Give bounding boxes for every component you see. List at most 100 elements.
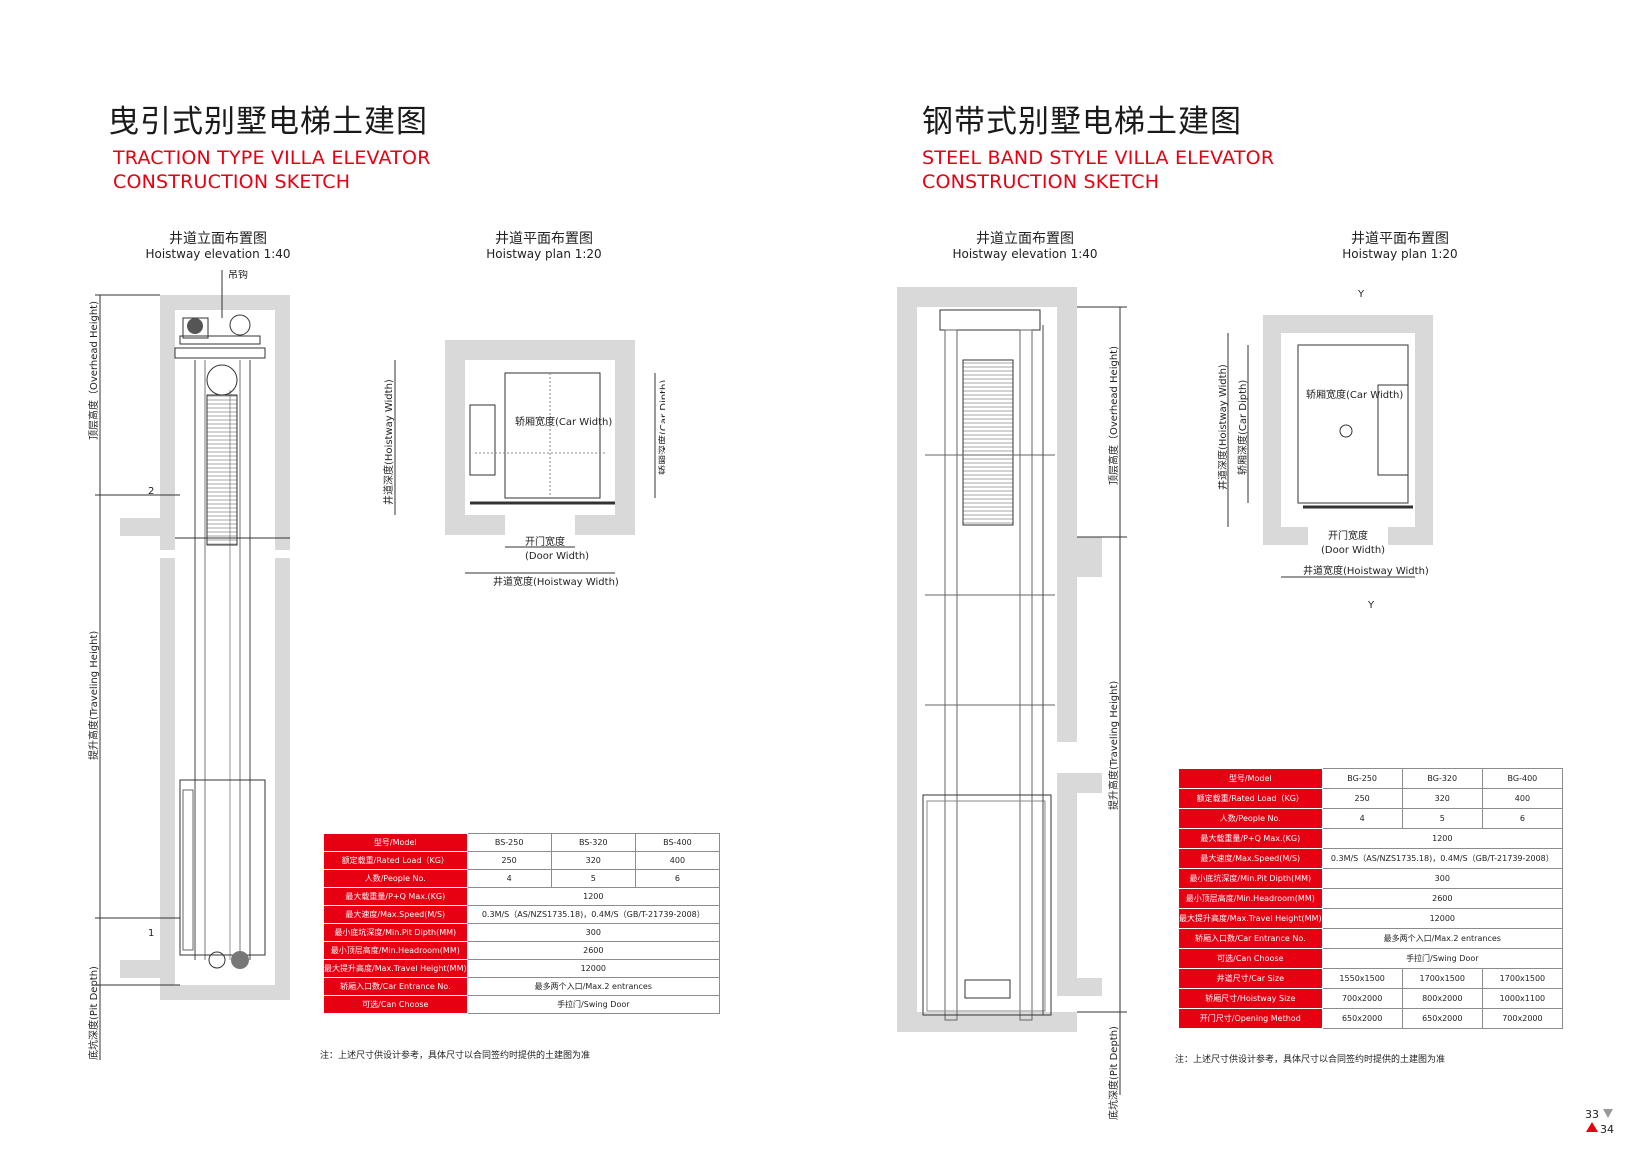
table-row-label: 开门尺寸/Opening Method: [1178, 1008, 1323, 1029]
table-cell: 最多两个入口/Max.2 entrances: [466, 977, 721, 996]
right-title-en-2: CONSTRUCTION SKETCH: [922, 171, 1160, 193]
right-elevation-caption-en: Hoistway elevation 1:40: [952, 247, 1098, 261]
table-row: 最大提升高度/Max.Travel Height(MM)12000: [323, 959, 721, 978]
table-row-label: 最小底坑深度/Min.Pit Dipth(MM): [323, 923, 468, 942]
table-cell: 800x2000: [1401, 988, 1483, 1009]
table-cell: 650x2000: [1321, 1008, 1403, 1029]
right-overhead-height-label: 顶层高度（Overhead Height): [1107, 346, 1120, 485]
floor-1-label: 1: [148, 928, 154, 939]
left-plan-car-depth-label: 轿厢深度(Car Dipth): [657, 380, 665, 475]
right-plan-hoistway-width-label: 井道宽度(Hoistway Width): [1303, 564, 1429, 577]
table-cell: 1200: [466, 887, 721, 906]
right-plan-car-depth-label: 轿厢深度(Car Dipth): [1236, 380, 1249, 475]
left-note: 注：上述尺寸供设计参考，具体尺寸以合同签约时提供的土建图为准: [320, 1051, 591, 1061]
right-plan-caption-en: Hoistway plan 1:20: [1342, 247, 1458, 261]
page-up-arrow-icon: [1586, 1122, 1598, 1132]
left-plan-car-width-label: 轿厢宽度(Car Width): [515, 415, 612, 428]
table-cell: 700x2000: [1321, 988, 1403, 1009]
table-cell: 700x2000: [1481, 1008, 1564, 1029]
table-cell: 0.3M/S（AS/NZS1735.18)，0.4M/S（GB/T-21739-…: [1321, 848, 1564, 869]
table-row: 轿厢入口数/Car Entrance No.最多两个入口/Max.2 entra…: [1178, 928, 1564, 949]
table-cell: 6: [1481, 808, 1564, 829]
table-row-label: 轿厢入口数/Car Entrance No.: [1178, 928, 1323, 949]
table-row-label: 井道尺寸/Car Size: [1178, 968, 1323, 989]
table-cell: 手拉门/Swing Door: [1321, 948, 1564, 969]
page-down-arrow-icon: [1603, 1109, 1613, 1118]
table-row: 最大速度/Max.Speed(M/S)0.3M/S（AS/NZS1735.18)…: [1178, 848, 1564, 869]
right-hoistway-elevation-drawing: 顶层高度（Overhead Height) 提升高度(Traveling Hei…: [897, 287, 1127, 1120]
table-cell: 1200: [1321, 828, 1564, 849]
table-cell: 6: [634, 869, 721, 888]
left-plan-hoistway-depth-label: 井道深度(Hoistway Width): [382, 379, 395, 505]
table-model-header: BG-250: [1321, 768, 1403, 789]
table-cell: 最多两个入口/Max.2 entrances: [1321, 928, 1564, 949]
table-row-label: 人数/People No.: [1178, 808, 1323, 829]
table-row: 最大载重量/P+Q Max.(KG)1200: [1178, 828, 1564, 849]
left-title-en-1: TRACTION TYPE VILLA ELEVATOR: [113, 147, 431, 169]
left-plan-hoistway-width-label: 井道宽度(Hoistway Width): [493, 575, 619, 588]
table-cell: 300: [466, 923, 721, 942]
right-plan-y-top: Y: [1357, 289, 1365, 300]
table-row-label: 额定载重/Rated Load（KG）: [323, 851, 468, 870]
table-cell: 4: [466, 869, 552, 888]
table-cell: 1700x1500: [1481, 968, 1564, 989]
table-cell: 12000: [466, 959, 721, 978]
table-row-label: 可选/Can Choose: [1178, 948, 1323, 969]
left-plan-caption-en: Hoistway plan 1:20: [486, 247, 602, 261]
page-number-33: 33: [1585, 1108, 1599, 1121]
left-elevation-caption-en: Hoistway elevation 1:40: [145, 247, 291, 261]
table-row: 最小底坑深度/Min.Pit Dipth(MM)300: [323, 923, 721, 942]
table-cell: 4: [1321, 808, 1403, 829]
table-row: 最小顶层高度/Min.Headroom(MM)2600: [323, 941, 721, 960]
left-page: 曳引式别墅电梯土建图 TRACTION TYPE VILLA ELEVATOR …: [87, 104, 721, 1061]
left-plan-door-width-zh: 开门宽度: [525, 535, 565, 548]
table-cell: 400: [634, 851, 721, 870]
right-plan-door-width-en: (Door Width): [1321, 545, 1385, 556]
right-hoistway-plan-drawing: Y Y 井道深度(Hoistway Width) 轿厢深度(Car Dipth)…: [1218, 289, 1433, 611]
right-plan-y-bottom: Y: [1367, 600, 1375, 611]
table-model-header: BS-400: [634, 833, 721, 852]
right-note: 注：上述尺寸供设计参考，具体尺寸以合同签约时提供的土建图为准: [1175, 1055, 1446, 1065]
hook-label: 吊钩: [228, 270, 248, 281]
left-hoistway-plan-drawing: 井道深度(Hoistway Width) 轿厢宽度(Car Width) 轿厢深…: [382, 340, 665, 588]
left-plan-door-width-en: (Door Width): [525, 551, 589, 562]
table-cell: 400: [1481, 788, 1564, 809]
table-model-header: BG-400: [1481, 768, 1564, 789]
table-cell: 1700x1500: [1401, 968, 1483, 989]
table-header-label: 型号/Model: [323, 833, 468, 852]
table-row-label: 最大载重量/P+Q Max.(KG): [323, 887, 468, 906]
table-cell: 5: [1401, 808, 1483, 829]
table-cell: 2600: [1321, 888, 1564, 909]
table-row-label: 最小顶层高度/Min.Headroom(MM): [1178, 888, 1323, 909]
table-row-label: 最大载重量/P+Q Max.(KG): [1178, 828, 1323, 849]
right-pit-depth-label: 底坑深度(Pit Depth): [1107, 1026, 1120, 1120]
right-title-zh: 钢带式别墅电梯土建图: [922, 104, 1242, 140]
table-cell: 手拉门/Swing Door: [466, 995, 721, 1014]
table-cell: 250: [466, 851, 552, 870]
table-row: 轿厢入口数/Car Entrance No.最多两个入口/Max.2 entra…: [323, 977, 721, 996]
right-page: 钢带式别墅电梯土建图 STEEL BAND STYLE VILLA ELEVAT…: [820, 0, 1640, 1166]
table-row-label: 人数/People No.: [323, 869, 468, 888]
table-cell: 12000: [1321, 908, 1564, 929]
left-title-zh: 曳引式别墅电梯土建图: [108, 104, 428, 140]
table-row: 最大提升高度/Max.Travel Height(MM)12000: [1178, 908, 1564, 929]
table-model-header: BS-250: [466, 833, 552, 852]
left-hoistway-elevation-drawing: 吊钩 2 1 顶层高度（Overhead Height) 提升高度(Travel…: [87, 270, 290, 1060]
table-cell: 300: [1321, 868, 1564, 889]
table-cell: 320: [1401, 788, 1483, 809]
table-model-header: BS-320: [550, 833, 636, 852]
right-plan-caption-zh: 井道平面布置图: [1351, 231, 1449, 247]
table-row: 最大速度/Max.Speed(M/S)0.3M/S（AS/NZS1735.18)…: [323, 905, 721, 924]
table-row-label: 轿厢尺寸/Hoistway Size: [1178, 988, 1323, 1009]
left-elevation-caption-zh: 井道立面布置图: [169, 231, 267, 247]
table-row-label: 最大提升高度/Max.Travel Height(MM): [323, 959, 468, 978]
table-row-label: 最大提升高度/Max.Travel Height(MM): [1178, 908, 1323, 929]
table-cell: 1550x1500: [1321, 968, 1403, 989]
